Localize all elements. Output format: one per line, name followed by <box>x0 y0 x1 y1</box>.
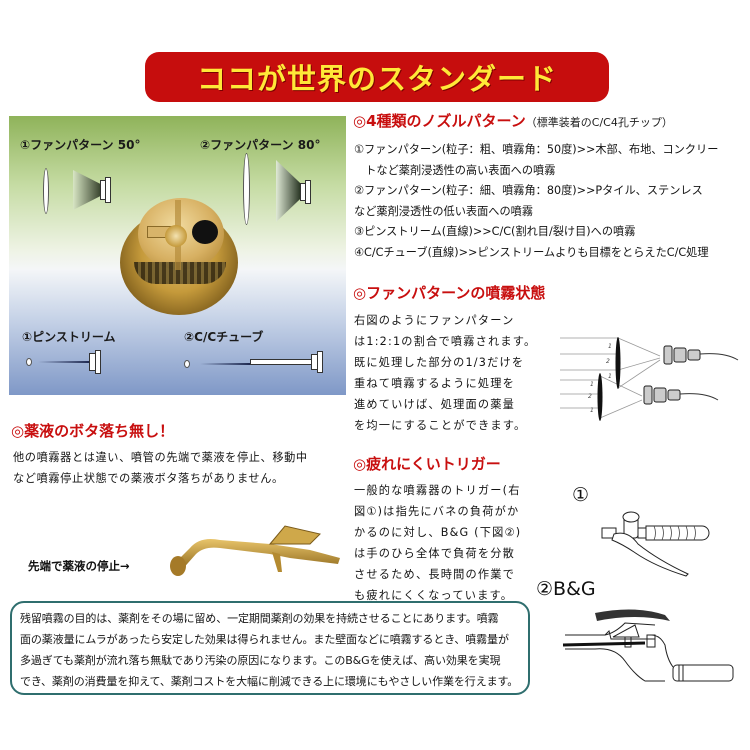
list-item: など薬剤浸透性の低い表面への噴霧 <box>354 204 534 218</box>
svg-text:2: 2 <box>588 393 592 400</box>
residual-spray-note: 残留噴霧の目的は、薬剤をその場に留め、一定期間薬剤の効果を持続させることにありま… <box>10 601 530 695</box>
figure-2-label: ②B&G <box>536 578 596 600</box>
bg-trigger-drawing <box>555 605 745 700</box>
spray-ellipse-50-icon <box>43 168 49 214</box>
overlap-spray-icon: 1 2 1 1 2 1 <box>560 337 739 421</box>
svg-text:1: 1 <box>590 381 594 388</box>
list-item: ②ファンパターン(粒子：細、噴霧角：80度)>>Pタイル、ステンレス <box>354 184 703 197</box>
banner-title: ココが世界のスタンダード <box>196 62 557 96</box>
label-fan-50: ①ファンパターン 50° <box>20 138 141 152</box>
nozzle-photo-center <box>165 225 187 247</box>
spray-gun-photo <box>160 508 350 578</box>
cc-tube-body-icon <box>250 359 312 365</box>
no-drip-text: 他の噴霧器とは違い、噴管の先端で薬液を停止、移動中 など噴霧停止状態での薬液ボタ… <box>13 451 308 485</box>
trigger-heading: ◎疲れにくいトリガー <box>353 455 501 473</box>
fan-spray-heading: ◎ファンパターンの噴霧状態 <box>353 284 546 302</box>
title-banner: ココが世界のスタンダード <box>145 52 609 102</box>
nozzle-patterns-subheading: （標準装着のC/C4孔チップ） <box>525 116 673 129</box>
note-line: 残留噴霧の目的は、薬剤をその場に留め、一定期間薬剤の効果を持続させることにありま… <box>20 612 499 625</box>
label-cc-tube: ②C/Cチューブ <box>184 330 264 344</box>
svg-text:1: 1 <box>590 407 594 414</box>
pinstream-dot-icon <box>26 358 32 366</box>
tip-stop-caption: 先端で薬液の停止→ <box>28 559 130 573</box>
no-drip-heading: ◎薬液のボタ落ち無し！ <box>11 422 175 440</box>
fan-spray-text: 右図のようにファンパターン は1:2:1の割合で噴霧されます。 既に処理した部分… <box>354 314 537 432</box>
bg-trigger-icon <box>562 609 734 682</box>
note-line: 面の薬液量にムラがあったら安定した効果は得られません。また壁面などに噴霧するとき… <box>20 633 509 646</box>
list-item: ①ファンパターン(粒子：粗、噴霧角：50度)>>木部、布地、コンクリー <box>354 143 719 156</box>
nozzle-cap-50-icon <box>105 177 111 203</box>
svg-text:1: 1 <box>608 343 612 350</box>
note-line: 多過ぎても薬剤が流れ落ち無駄であり汚染の原因になります。このB&Gを使えば、高い… <box>20 654 501 667</box>
standard-trigger-icon <box>601 511 710 577</box>
figure-1-label: ① <box>572 484 590 506</box>
spray-ellipse-80-icon <box>243 153 250 225</box>
spray-gun-icon <box>170 525 340 576</box>
nozzle-photo-black-valve <box>192 220 218 244</box>
pinstream-cap-icon <box>95 350 101 374</box>
list-item: ④C/Cチューブ(直線)>>ピンストリームよりも目標をとらえたC/C処理 <box>354 245 709 259</box>
label-fan-80: ②ファンパターン 80° <box>200 138 321 152</box>
svg-text:1: 1 <box>608 373 612 380</box>
cc-tube-cap-icon <box>317 351 323 373</box>
fan-spray-diagram: 1 2 1 1 2 1 <box>560 330 750 430</box>
standard-trigger-drawing <box>598 510 728 580</box>
note-line: でき、薬剤の消費量を抑えて、薬剤コストを大幅に削減できる上に環境にもやさしい作業… <box>20 675 519 688</box>
list-item: ③ピンストリーム(直線)>>C/C(割れ目/裂け目)への噴霧 <box>354 225 636 238</box>
list-item: トなど薬剤浸透性の高い表面への噴霧 <box>354 163 556 177</box>
nozzle-photo-teeth <box>134 262 226 284</box>
nozzle-cap-80-icon <box>305 180 311 204</box>
cc-tube-dot-icon <box>184 360 190 368</box>
label-pinstream: ①ピンストリーム <box>22 330 116 344</box>
trigger-text: 一般的な噴霧器のトリガー(右 図①)は指先にバネの負荷がか かるのに対し、B&G… <box>354 484 522 602</box>
nozzle-patterns-list: ①ファンパターン(粒子：粗、噴霧角：50度)>>木部、布地、コンクリー トなど薬… <box>354 140 750 263</box>
nozzle-patterns-heading: ◎4種類のノズルパターン（標準装着のC/C4孔チップ） <box>353 112 673 130</box>
pinstream-line-icon <box>38 361 90 363</box>
svg-text:2: 2 <box>606 358 610 365</box>
cc-tube-line-icon <box>200 363 250 365</box>
